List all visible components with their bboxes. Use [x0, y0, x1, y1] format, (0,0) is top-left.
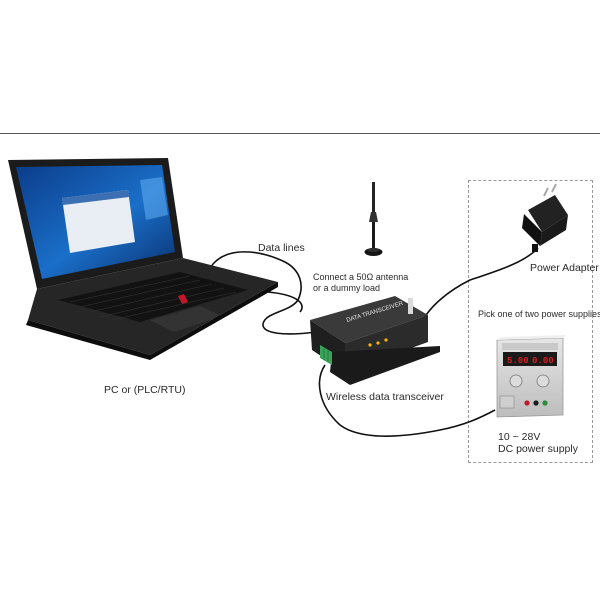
dc-supply-label: DC power supply [498, 443, 578, 455]
cables [209, 247, 539, 437]
transceiver-label: Wireless data transceiver [326, 391, 444, 403]
antenna-note-line2: or a dummy load [313, 283, 381, 293]
psu-display-voltage: 5.00 [507, 356, 529, 366]
top-divider [0, 133, 600, 134]
adapter-cable [419, 247, 539, 326]
antenna-icon [364, 182, 383, 256]
power-adapter-label: Power Adapter [530, 262, 599, 274]
dc-supply-cable [318, 364, 496, 437]
psu-display-current: 0.00 [532, 356, 554, 366]
antenna-note-line1: Connect a 50Ω antenna [313, 272, 409, 282]
data-cable-laptop-lower [267, 291, 303, 313]
power-supply-options-box [468, 180, 593, 463]
power-adapter-icon [522, 183, 568, 252]
transceiver-icon: DATA TRANSCEIVER [310, 296, 440, 385]
pc-label: PC or (PLC/RTU) [104, 384, 186, 396]
pick-supply-label: Pick one of two power supplies [478, 309, 600, 319]
dc-power-supply-icon: 5.00 0.00 [496, 335, 566, 418]
data-lines-label: Data lines [258, 242, 305, 254]
dc-range-label: 10 ~ 28V [498, 431, 541, 443]
laptop-icon [8, 158, 278, 360]
